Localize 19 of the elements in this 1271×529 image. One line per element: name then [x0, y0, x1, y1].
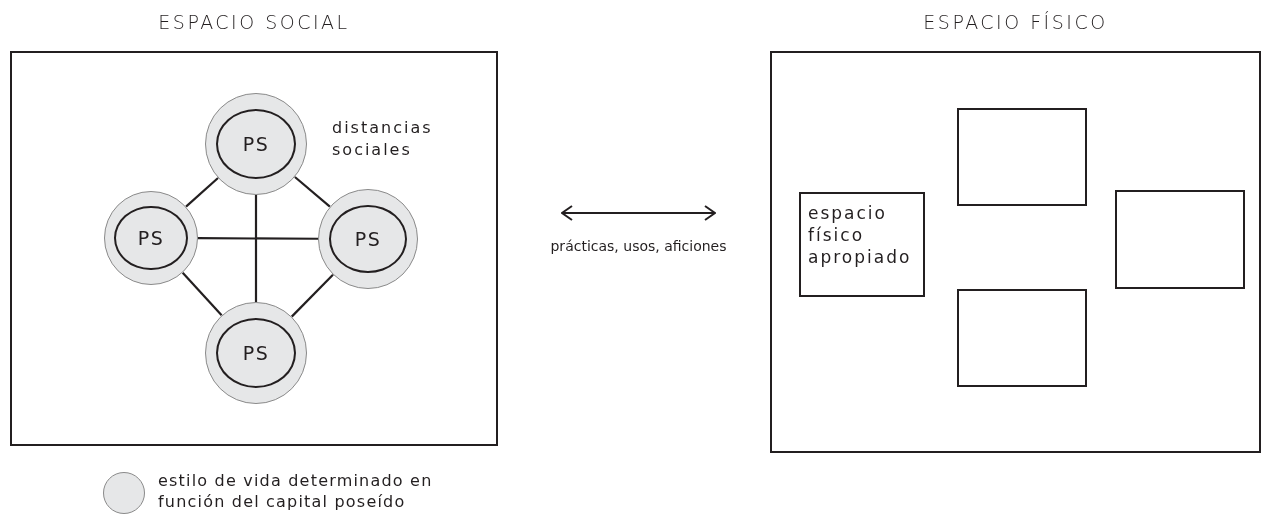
annotation-text: distancias sociales	[332, 117, 434, 161]
text-box: espacio físico apropiado	[799, 192, 925, 297]
empty-box	[957, 108, 1087, 206]
social-position-circle: PS	[216, 109, 296, 179]
connector-line	[185, 177, 219, 208]
double-arrow	[561, 205, 716, 221]
social-position-circle: PS	[328, 204, 408, 274]
legend-text: estilo de vida determinado en función del capital poseído	[158, 470, 434, 512]
empty-box	[957, 289, 1087, 387]
social-position-circle: PS	[216, 318, 296, 388]
connector-line	[198, 237, 318, 240]
social-position-circle: PS	[114, 205, 188, 271]
connector-line	[254, 195, 258, 302]
section-title: ESPACIO FÍSICO	[922, 11, 1109, 33]
connector-line	[294, 176, 331, 208]
connector-line	[290, 273, 334, 318]
connector-line	[181, 271, 223, 317]
empty-box	[1115, 190, 1245, 289]
section-title: ESPACIO SOCIAL	[157, 11, 351, 33]
